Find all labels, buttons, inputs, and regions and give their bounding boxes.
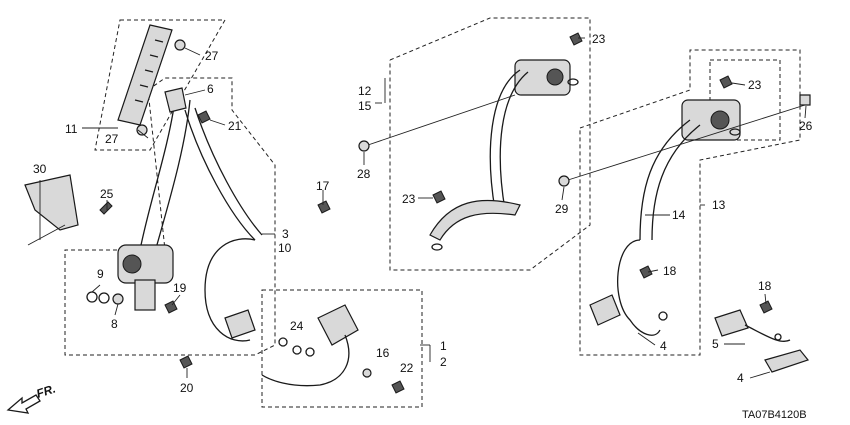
- buckle-assembly: [261, 289, 431, 408]
- leader-lines: [27, 37, 807, 379]
- callout-30: 30: [33, 162, 47, 176]
- buckle-box: [261, 289, 423, 408]
- left-assembly: [24, 19, 331, 369]
- front-direction-indicator: FR.: [6, 382, 58, 414]
- callout-labels: 30 25 11 27 27 6 21 17 3 10 9 8 19 20 24…: [33, 32, 813, 395]
- callout-13: 13: [712, 198, 726, 212]
- callout-10: 10: [278, 241, 292, 255]
- pillar-cover: [24, 174, 79, 231]
- callout-3: 3: [282, 227, 289, 241]
- callout-14: 14: [672, 208, 686, 222]
- loose-buckle: [714, 300, 810, 373]
- callout-29: 29: [555, 202, 569, 216]
- callout-18-loose: 18: [758, 279, 772, 293]
- callout-1: 1: [440, 339, 447, 353]
- belt-webbing-left: [139, 99, 191, 253]
- callout-11: 11: [65, 122, 78, 136]
- adjuster-box: [94, 19, 226, 151]
- callout-21: 21: [228, 119, 242, 133]
- callout-16: 16: [376, 346, 390, 360]
- rear-side-assembly: [558, 49, 811, 356]
- callout-12: 12: [358, 84, 372, 98]
- callout-23-right: 23: [748, 78, 762, 92]
- callout-25: 25: [100, 187, 114, 201]
- callout-19: 19: [173, 281, 187, 295]
- callout-2: 2: [440, 355, 447, 369]
- callout-23-center-low: 23: [402, 192, 416, 206]
- left-assembly-boundary: [64, 77, 276, 356]
- front-arrow-icon: [6, 394, 41, 414]
- callout-5: 5: [712, 337, 719, 351]
- adjuster-rail: [117, 24, 173, 126]
- callout-18-right: 18: [663, 264, 677, 278]
- callout-4-loose: 4: [737, 371, 744, 385]
- callout-9: 9: [97, 267, 104, 281]
- callout-15: 15: [358, 99, 372, 113]
- callout-27-top: 27: [205, 49, 219, 63]
- callout-23-center-top: 23: [592, 32, 606, 46]
- callout-28: 28: [357, 167, 371, 181]
- callout-4-right: 4: [660, 339, 667, 353]
- diagram-code: TA07B4120B: [742, 409, 807, 421]
- callout-22: 22: [400, 361, 414, 375]
- rear-center-boundary: [389, 17, 591, 271]
- rear-side-boundary: [579, 49, 801, 356]
- callout-26: 26: [799, 119, 813, 133]
- rear-center-assembly: [358, 17, 591, 271]
- callout-20: 20: [180, 381, 194, 395]
- front-label: FR.: [35, 382, 58, 401]
- callout-6: 6: [207, 82, 214, 96]
- callout-17: 17: [316, 179, 330, 193]
- callout-8: 8: [111, 317, 118, 331]
- callout-24: 24: [290, 319, 304, 333]
- callout-27-bottom: 27: [105, 132, 119, 146]
